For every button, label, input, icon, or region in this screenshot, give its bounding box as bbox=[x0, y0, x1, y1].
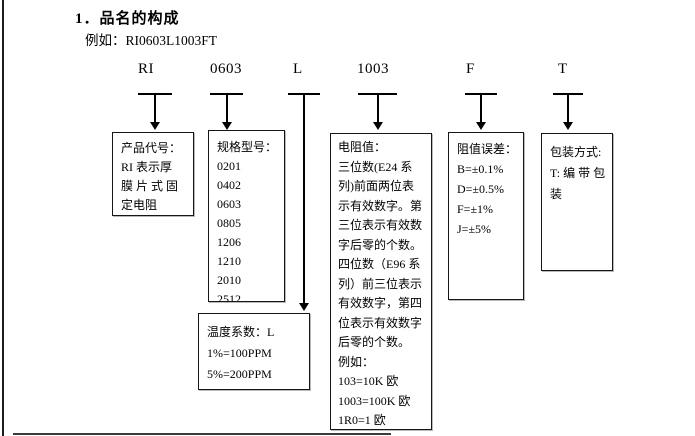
tolerance-box: 阻值误差： B=±0.1% D=±0.5% F=±1% J=±5% bbox=[448, 132, 524, 300]
box-line: 阻值误差： bbox=[457, 142, 518, 156]
scan-edge-bottom bbox=[13, 433, 391, 435]
arrow-stem bbox=[154, 93, 156, 125]
example-text: 例如：RI0603L1003FT bbox=[85, 33, 218, 48]
box-line: 三位表示有效数 bbox=[338, 218, 423, 232]
box-line: 膜 片 式 固 bbox=[121, 179, 179, 193]
box-line: 2010 bbox=[217, 273, 241, 287]
code-resistance: 1003 bbox=[357, 61, 389, 77]
box-line: 温度系数：L bbox=[207, 325, 275, 339]
box-line: 位表示有效数字 bbox=[338, 315, 423, 330]
down-arrow-temp-coefficient bbox=[288, 93, 320, 311]
box-line: 103=10K 欧 bbox=[338, 374, 399, 388]
box-line: 5%=200PPM bbox=[207, 367, 272, 381]
arrow-stem bbox=[303, 93, 305, 306]
box-line: 列）前三位表示 bbox=[338, 276, 423, 291]
box-line: 1003=100K 欧 bbox=[338, 393, 411, 408]
box-line: 2512 bbox=[217, 292, 241, 302]
resistance-value-box: 电阻值： 三位数(E24 系 列)前面两位表 示有效数字。第 三位表示有效数 字… bbox=[330, 133, 432, 430]
arrow-head-icon bbox=[150, 122, 160, 130]
arrow-stem bbox=[480, 93, 482, 125]
arrow-stem bbox=[225, 93, 228, 125]
spec-model-box: 规格型号： 0201 0402 0603 0805 1206 1210 2010… bbox=[208, 130, 285, 302]
arrow-head-icon bbox=[476, 122, 486, 130]
box-line: 0201 bbox=[217, 159, 241, 173]
arrow-head-icon bbox=[563, 122, 573, 130]
section-title: 1．品名的构成 bbox=[75, 11, 180, 27]
box-line: 后零的个数。 bbox=[338, 335, 411, 349]
arrow-stem bbox=[567, 93, 569, 125]
down-arrow-tolerance bbox=[465, 93, 497, 130]
arrow-head-icon bbox=[221, 122, 232, 130]
down-arrow-packing bbox=[553, 93, 583, 130]
box-line: 包装方式: bbox=[550, 145, 602, 159]
box-line: D=±0.5% bbox=[457, 182, 505, 196]
box-line: 0402 bbox=[217, 178, 241, 192]
code-packing: T bbox=[558, 61, 568, 77]
box-line: 电阻值： bbox=[338, 140, 387, 154]
code-size: 0603 bbox=[210, 61, 242, 77]
box-line: 四位数（E96 系 bbox=[338, 257, 421, 271]
box-line: T: 编 带 包 bbox=[550, 166, 606, 180]
down-arrow-resistance bbox=[358, 93, 397, 130]
box-line: J=±5% bbox=[457, 222, 492, 236]
box-line: 1210 bbox=[217, 254, 241, 268]
down-arrow-size bbox=[210, 93, 243, 130]
packing-box: 包装方式: T: 编 带 包 装 bbox=[541, 133, 613, 271]
box-line: B=±0.1% bbox=[457, 162, 504, 176]
arrow-head-icon bbox=[372, 122, 383, 130]
box-line: 装 bbox=[550, 187, 563, 201]
box-line: 列)前面两位表 bbox=[338, 179, 414, 193]
arrow-stem bbox=[376, 93, 379, 125]
box-line: 三位数(E24 系 bbox=[338, 159, 413, 174]
product-code-box: 产品代号： RI 表示厚 膜 片 式 固 定电阻 bbox=[112, 132, 194, 216]
arrow-head-icon bbox=[299, 303, 309, 311]
box-line: 有效数字，第四 bbox=[338, 296, 423, 310]
box-line: 1%=100PPM bbox=[207, 346, 272, 360]
box-line: 0805 bbox=[217, 216, 241, 230]
down-arrow-series bbox=[138, 93, 172, 130]
code-tolerance: F bbox=[466, 61, 475, 77]
code-temp-coefficient: L bbox=[293, 61, 303, 77]
box-line: 例如： bbox=[338, 354, 375, 369]
box-line: RI 表示厚 bbox=[121, 160, 173, 174]
box-line: 产品代号： bbox=[121, 141, 182, 155]
box-line: 字后零的个数。 bbox=[338, 237, 423, 252]
box-line: 示有效数字。第 bbox=[338, 198, 423, 213]
code-series: RI bbox=[138, 61, 154, 77]
box-line: 1R0=1 欧 bbox=[338, 413, 386, 427]
box-line: 规格型号： bbox=[217, 140, 278, 154]
box-line: 0603 bbox=[217, 197, 241, 211]
scan-edge-left bbox=[2, 0, 4, 436]
temp-coefficient-box: 温度系数：L 1%=100PPM 5%=200PPM bbox=[198, 313, 310, 390]
box-line: F=±1% bbox=[457, 202, 494, 216]
box-line: 1206 bbox=[217, 235, 241, 249]
box-line: 定电阻 bbox=[121, 198, 158, 212]
